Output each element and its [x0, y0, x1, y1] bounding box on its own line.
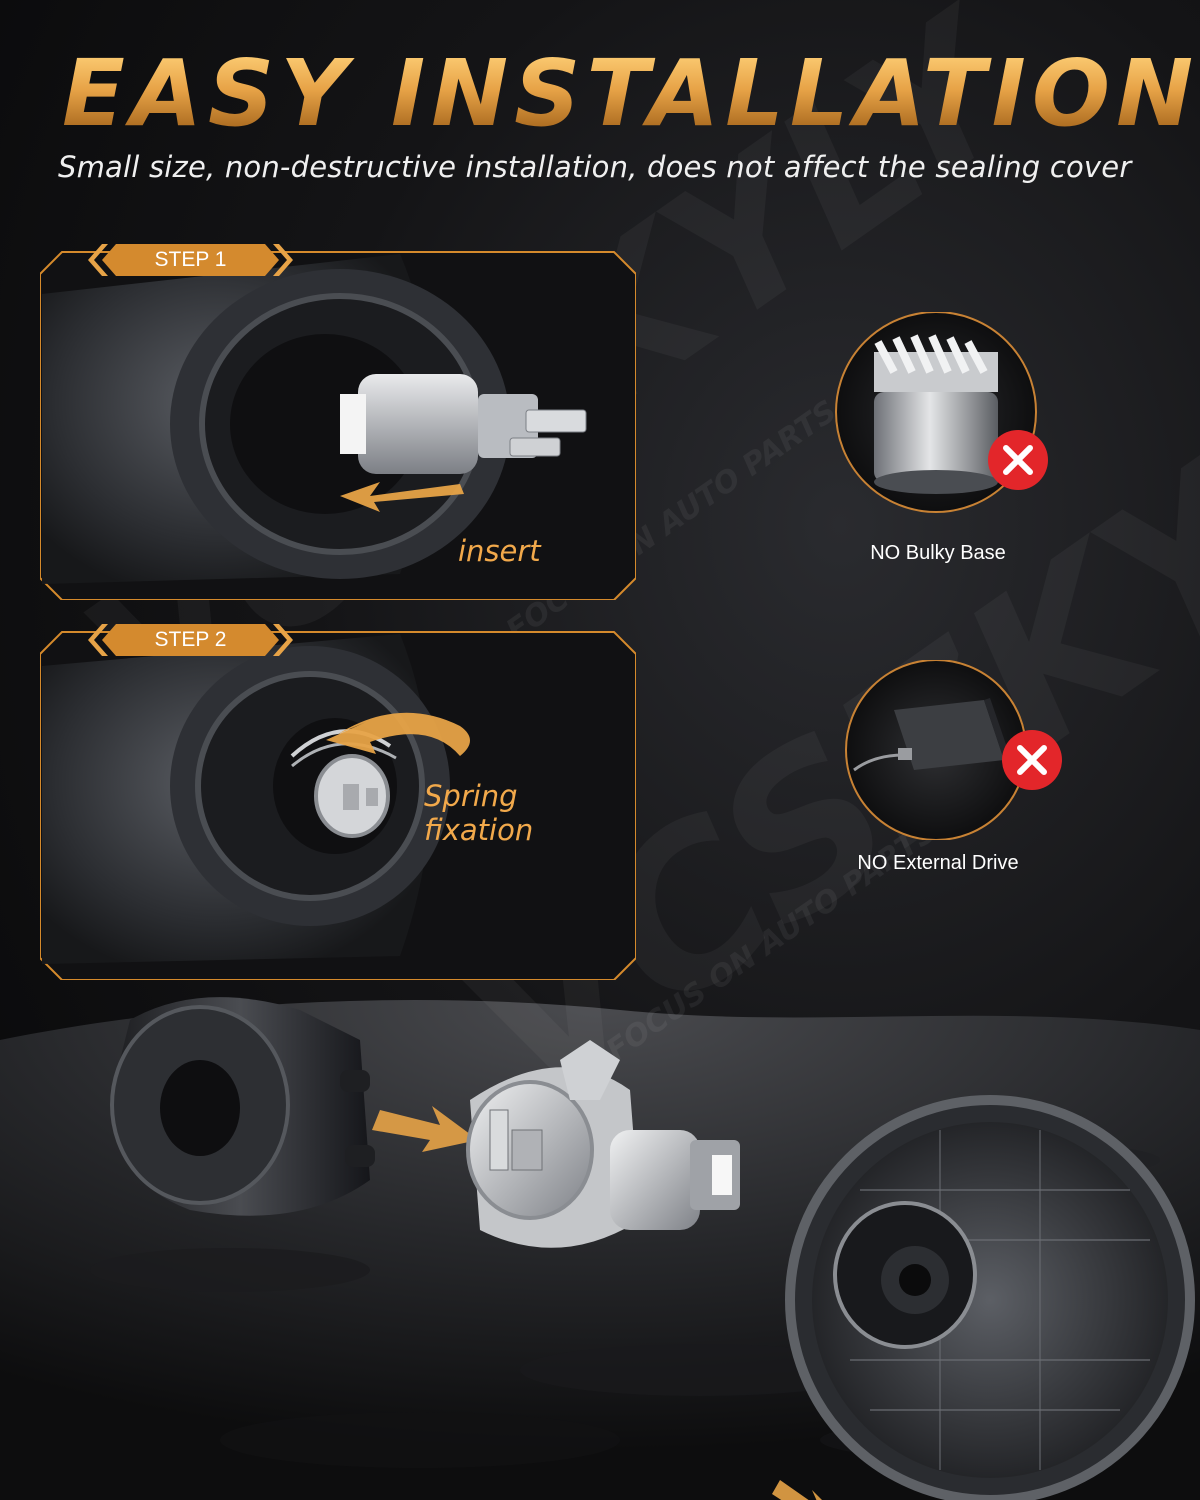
- comparison-1-label: NO Bulky Base: [870, 542, 1006, 564]
- external-driver-illustration: [845, 660, 1027, 840]
- step-1-badge: STEP 1: [88, 244, 293, 276]
- step-2-badge: STEP 2: [88, 624, 293, 656]
- arrow-right-icon: [772, 1480, 822, 1500]
- step-1-panel: STEP 1 insert: [40, 234, 636, 600]
- step-1-action-label: insert: [458, 534, 541, 568]
- dust-cover: [110, 997, 375, 1216]
- comparison-2-label: NO External Drive: [857, 852, 1019, 874]
- cross-icon: [988, 430, 1048, 490]
- page-subtitle: Small size, non-destructive installation…: [58, 150, 1132, 184]
- led-bulb: [466, 1040, 740, 1248]
- page-title: EASY INSTALLATION: [62, 40, 1200, 147]
- arrow-right-icon: [372, 1106, 478, 1152]
- step-1-label: STEP 1: [154, 248, 227, 271]
- cross-icon: [1002, 730, 1062, 790]
- spring-clip-illustration: [42, 634, 470, 964]
- step-2-panel: STEP 2 Spring fixation: [40, 616, 636, 980]
- arrow-left-icon: [340, 482, 464, 512]
- sealed-beam-headlight: [785, 1095, 1195, 1500]
- step-2-label: STEP 2: [154, 628, 227, 651]
- headlight-socket-illustration: [42, 254, 587, 584]
- rotate-arrow-icon: [326, 712, 470, 756]
- step-2-action-label: Spring fixation: [424, 779, 534, 847]
- bulky-base-illustration: [835, 312, 1037, 513]
- exploded-assembly-illustration: [110, 997, 1195, 1500]
